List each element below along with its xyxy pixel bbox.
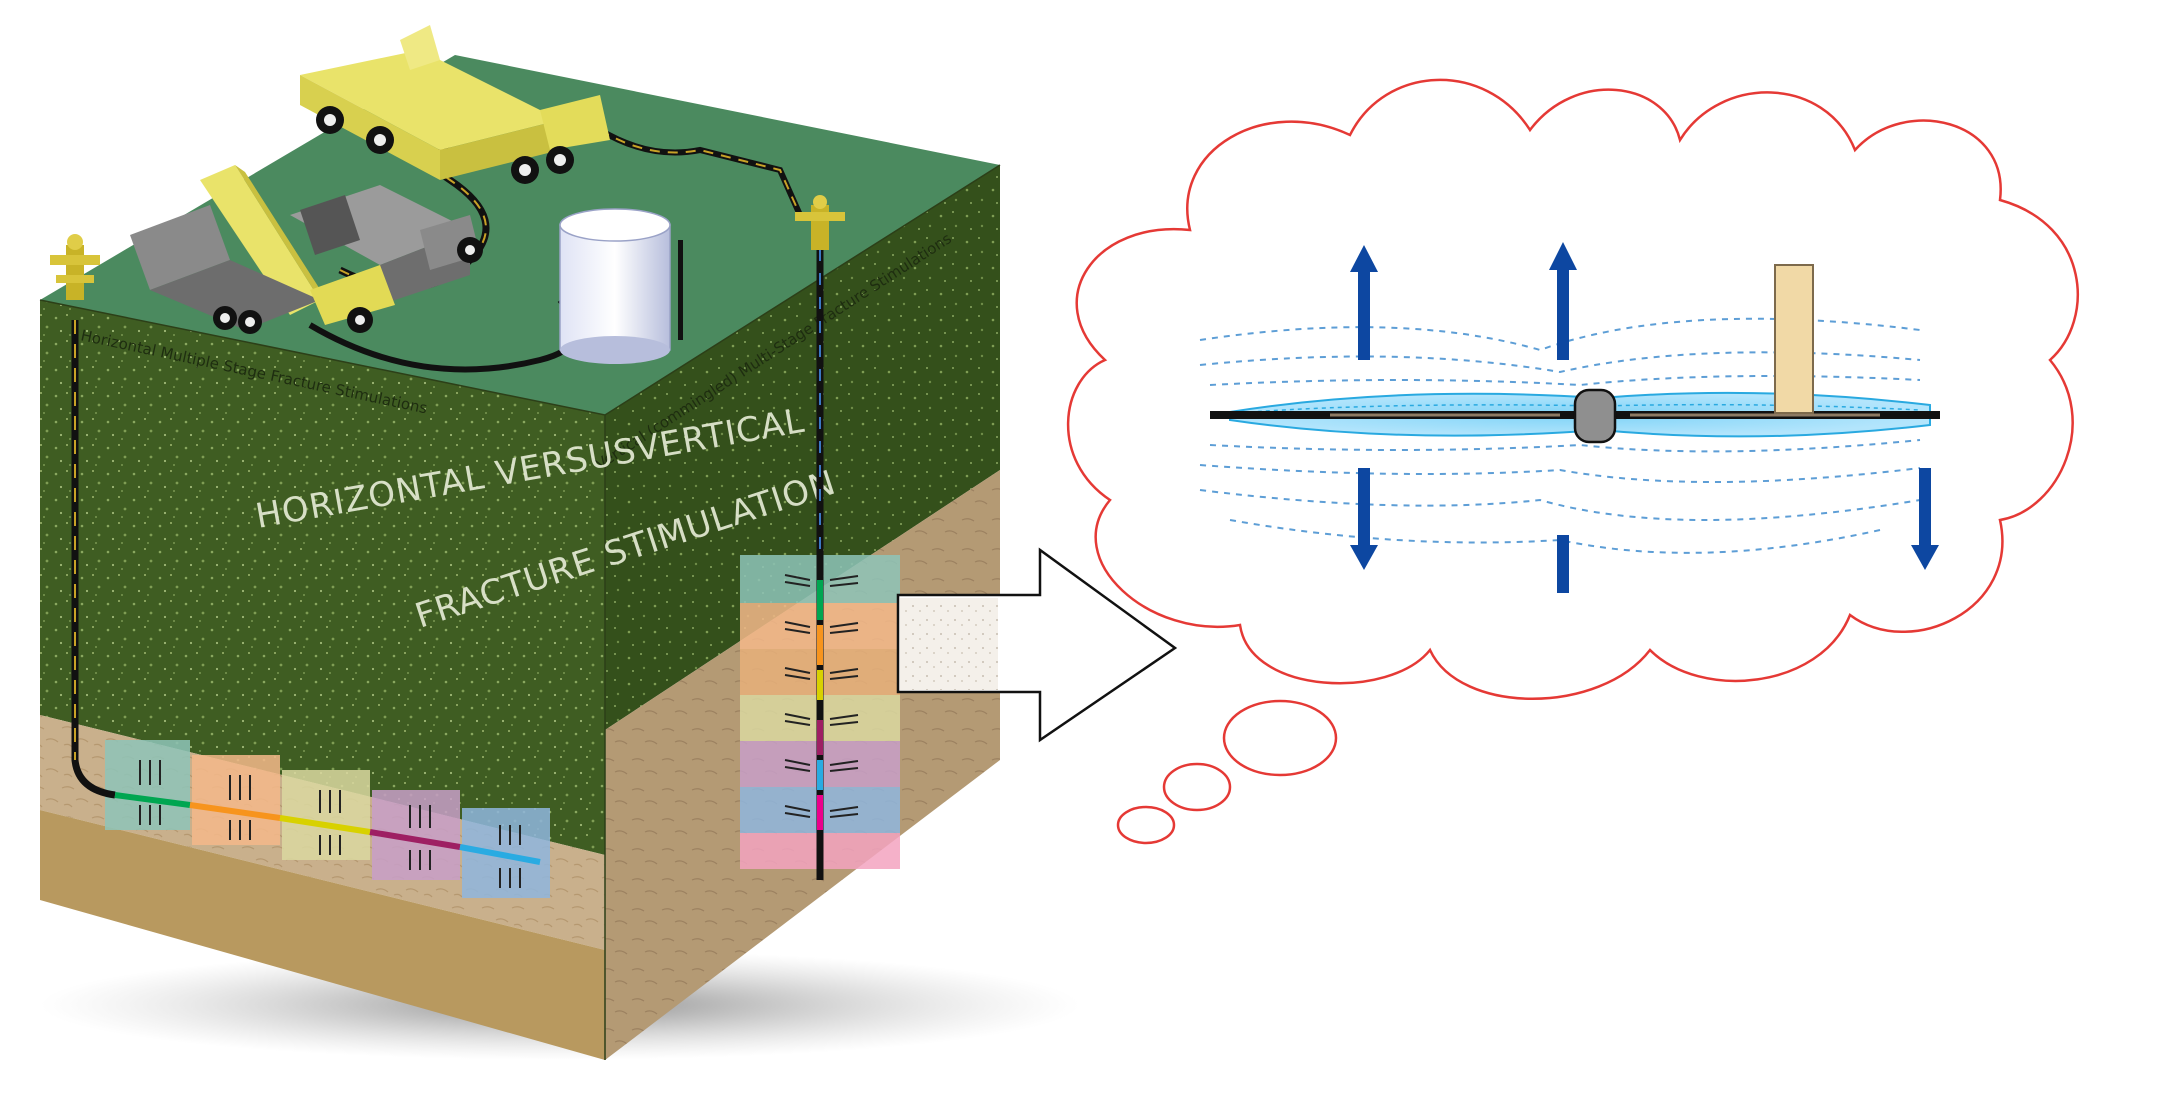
frac-truck-icon	[290, 185, 483, 333]
packer	[1573, 388, 1617, 444]
thought-bubble-medium	[1162, 762, 1232, 812]
wellhead-icon	[50, 234, 100, 300]
h-stage-1	[105, 740, 190, 830]
vertical-well	[740, 225, 900, 880]
stress-arrow-icon	[1350, 242, 1577, 360]
hollow-right-arrow-icon	[896, 547, 1178, 743]
right-shale	[605, 165, 1000, 730]
proppant-column	[1774, 264, 1814, 414]
cloud-outline	[1066, 78, 2079, 700]
thought-bubble-large	[1222, 699, 1338, 777]
wellhead-icon	[795, 195, 845, 250]
surface-equipment	[50, 25, 845, 373]
surface-top	[40, 55, 1000, 415]
front-shale	[40, 300, 605, 855]
h-stage-3	[282, 770, 370, 860]
frac-truck-icon	[130, 165, 330, 334]
h-stage-2	[192, 755, 280, 845]
thought-bubbles	[1116, 699, 1338, 845]
stress-arrow-icon	[1350, 468, 1939, 593]
horizontal-well	[71, 320, 550, 898]
thought-bubble-small	[1116, 805, 1176, 845]
front-base	[40, 810, 605, 1060]
fracture-detail	[1199, 242, 1940, 593]
storage-tank-icon	[559, 208, 683, 364]
frac-truck-icon	[300, 25, 610, 184]
thought-cloud	[1066, 78, 2079, 700]
